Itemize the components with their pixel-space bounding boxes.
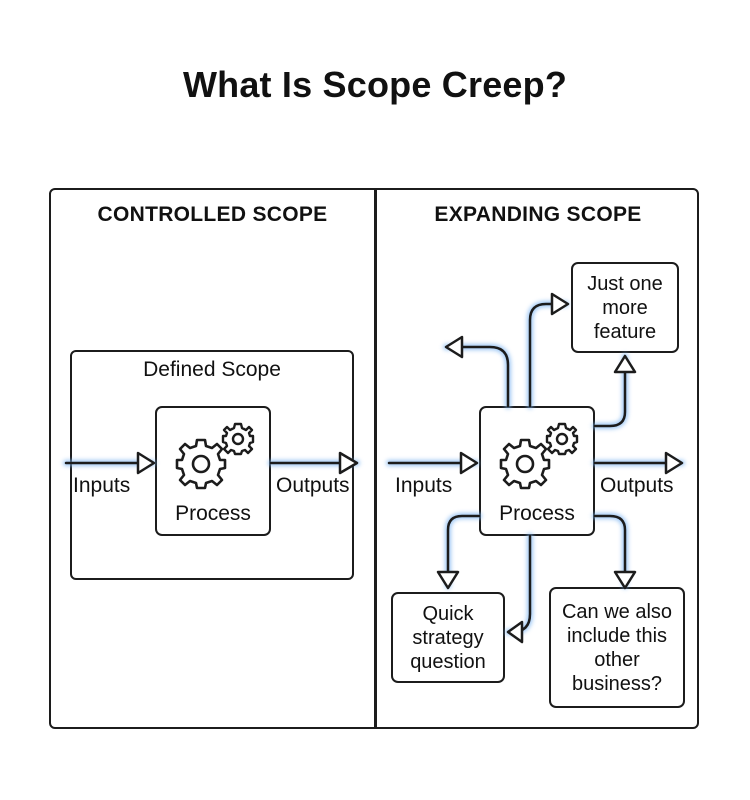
- gears-icon: [499, 422, 579, 490]
- left-process-label: Process: [175, 502, 251, 525]
- request-just-one-more-feature: Just one more feature: [571, 262, 679, 353]
- right-inputs-label: Inputs: [395, 474, 453, 497]
- expanding-scope-heading: EXPANDING SCOPE: [434, 203, 642, 226]
- branch-arrow-to-strategy-question: [446, 514, 481, 580]
- request-include-other-business: Can we also include this other business?: [549, 587, 685, 708]
- left-inputs-label: Inputs: [73, 474, 131, 497]
- branch-arrow-to-feature: [528, 302, 562, 408]
- branch-arrow-up-left: [452, 345, 510, 408]
- right-process-label: Process: [499, 502, 575, 525]
- right-process-box: Process: [479, 406, 595, 536]
- controlled-scope-heading: CONTROLLED SCOPE: [97, 203, 328, 226]
- branch-arrow-to-other-business: [593, 514, 627, 580]
- gears-icon: [175, 422, 255, 490]
- left-process-box: Process: [155, 406, 271, 536]
- defined-scope-label: Defined Scope: [143, 358, 281, 381]
- branch-arrow-up-to-feature-box: [593, 368, 627, 428]
- panel-divider: [374, 188, 377, 729]
- right-outputs-label: Outputs: [600, 474, 674, 497]
- request-quick-strategy-question: Quick strategy question: [391, 592, 505, 683]
- left-outputs-label: Outputs: [276, 474, 350, 497]
- diagram-title: What Is Scope Creep?: [182, 64, 568, 105]
